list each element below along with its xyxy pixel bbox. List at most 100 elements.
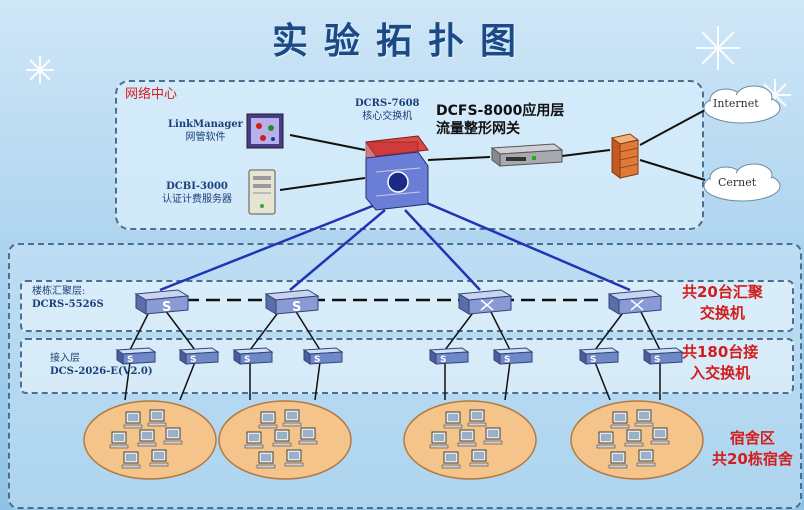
aggregation-switch-icon (607, 289, 663, 315)
pc-icon (610, 411, 630, 429)
link-core-linkmanager (289, 134, 366, 151)
core-switch-model: DCRS-7608 (355, 98, 420, 109)
link-core-shaper (427, 156, 491, 161)
access-layer-zone (20, 338, 794, 394)
cernet-label: Cernet (718, 176, 757, 189)
shaper-label: DCFS-8000应用层 流量整形网关 (436, 102, 564, 138)
dorm-building-area (570, 400, 704, 480)
page-title: 实验拓扑图 (271, 21, 532, 62)
snowflake-icon (696, 26, 740, 70)
access-switch-icon: S (178, 347, 220, 365)
dorm-label: 宿舍区 (729, 429, 775, 447)
svg-text:S: S (127, 355, 133, 365)
shaper-line1: DCFS-8000应用层 (436, 103, 565, 119)
access-switch-icon: S (115, 347, 157, 365)
pc-icon (467, 409, 487, 427)
svg-text:S: S (590, 355, 596, 365)
dorm-count: 共20栋宿舍 (712, 450, 793, 468)
linkmanager-name: LinkManager (168, 119, 243, 130)
link-firewall-internet (639, 109, 706, 146)
access-switch-icon: S (232, 347, 274, 365)
pc-icon (469, 449, 489, 467)
internet-label: Internet (713, 97, 759, 110)
aggregation-summary-line1: 共20台汇聚 (682, 283, 763, 301)
pc-icon (608, 451, 628, 469)
pc-icon (137, 429, 157, 447)
aggregation-label-line1: 楼栋汇聚层: (32, 286, 86, 297)
core-switch-role: 核心交换机 (362, 111, 413, 122)
cernet-cloud-icon (703, 163, 781, 202)
shaper-gateway-icon (490, 143, 564, 167)
pc-icon (441, 451, 461, 469)
auth-server-model: DCBI-3000 (166, 181, 228, 192)
pc-icon (443, 411, 463, 429)
pc-icon (284, 449, 304, 467)
pc-icon (650, 427, 670, 445)
pc-icon (636, 449, 656, 467)
aggregation-switch-icon: S (264, 289, 320, 315)
svg-text:S: S (504, 355, 510, 365)
access-switch-icon: S (428, 347, 470, 365)
network-center-label: 网络中心 (125, 87, 178, 102)
dorm-building-area (218, 400, 352, 480)
shaper-line2: 流量整形网关 (436, 121, 520, 137)
firewall-icon (610, 133, 640, 179)
linkmanager-label: LinkManager 网管软件 (168, 118, 243, 144)
aggregation-summary-line2: 交换机 (699, 304, 745, 322)
link-core-agg-2 (289, 209, 386, 291)
auth-server-desc: 认证计费服务器 (162, 194, 232, 205)
pc-icon (624, 429, 644, 447)
pc-icon (258, 411, 278, 429)
link-core-agg-1 (159, 203, 376, 292)
pc-icon (256, 451, 276, 469)
access-switch-icon: S (578, 347, 620, 365)
access-label-line1: 接入层 (50, 353, 80, 364)
link-firewall-cernet (639, 159, 706, 181)
aggregation-switch-icon: S (134, 289, 190, 315)
access-switch-icon: S (642, 347, 684, 365)
aggregation-summary: 共20台汇聚 交换机 (682, 282, 763, 324)
aggregation-switch-icon (457, 289, 513, 315)
dorm-building-area (83, 400, 217, 480)
pc-icon (429, 431, 449, 449)
access-layer-label: 接入层 DCS-2026-E(V2.0) (50, 352, 153, 378)
pc-icon (634, 409, 654, 427)
pc-icon (298, 427, 318, 445)
svg-text:S: S (314, 355, 320, 365)
access-switch-icon: S (302, 347, 344, 365)
svg-text:S: S (244, 355, 250, 365)
pc-icon (457, 429, 477, 447)
access-summary: 共180台接 入交换机 (682, 342, 758, 384)
snowflake-icon (26, 56, 54, 84)
linkmanager-desc: 网管软件 (185, 132, 226, 143)
aggregation-label-line2: DCRS-5526S (32, 299, 104, 310)
dorm-building-area (403, 400, 537, 480)
pc-icon (109, 431, 129, 449)
svg-text:S: S (292, 300, 301, 315)
access-summary-line1: 共180台接 (682, 343, 759, 361)
svg-text:S: S (162, 300, 171, 315)
pc-icon (596, 431, 616, 449)
dorm-summary: 宿舍区 共20栋宿舍 (712, 428, 793, 470)
pc-icon (272, 429, 292, 447)
pc-icon (147, 409, 167, 427)
internet-cloud-icon (703, 85, 781, 124)
svg-text:S: S (440, 355, 446, 365)
pc-icon (121, 451, 141, 469)
pc-icon (483, 427, 503, 445)
link-shaper-firewall (561, 149, 611, 157)
link-core-authserver (279, 177, 366, 191)
linkmanager-software-icon (246, 113, 284, 149)
pc-icon (244, 431, 264, 449)
svg-text:S: S (654, 355, 660, 365)
pc-icon (149, 449, 169, 467)
pc-icon (123, 411, 143, 429)
auth-server-icon (248, 169, 276, 215)
core-switch-icon (365, 135, 429, 211)
access-summary-line2: 入交换机 (690, 364, 751, 382)
auth-server-label: DCBI-3000 认证计费服务器 (162, 180, 232, 206)
link-core-agg-3 (404, 209, 481, 291)
access-switch-icon: S (492, 347, 534, 365)
svg-text:S: S (190, 355, 196, 365)
